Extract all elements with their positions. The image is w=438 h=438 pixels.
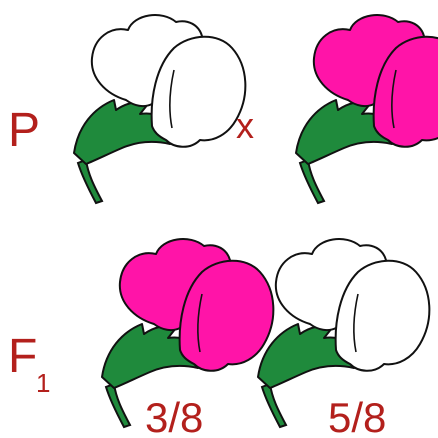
filial-label: F — [8, 330, 37, 383]
flower-p-white — [74, 15, 245, 203]
flower-p-pink — [296, 15, 438, 203]
ratio-white: 5/8 — [328, 394, 386, 438]
filial-subscript: 1 — [36, 368, 50, 398]
ratio-pink: 3/8 — [145, 394, 203, 438]
cross-symbol: x — [236, 105, 254, 146]
parent-label: P — [8, 104, 40, 157]
